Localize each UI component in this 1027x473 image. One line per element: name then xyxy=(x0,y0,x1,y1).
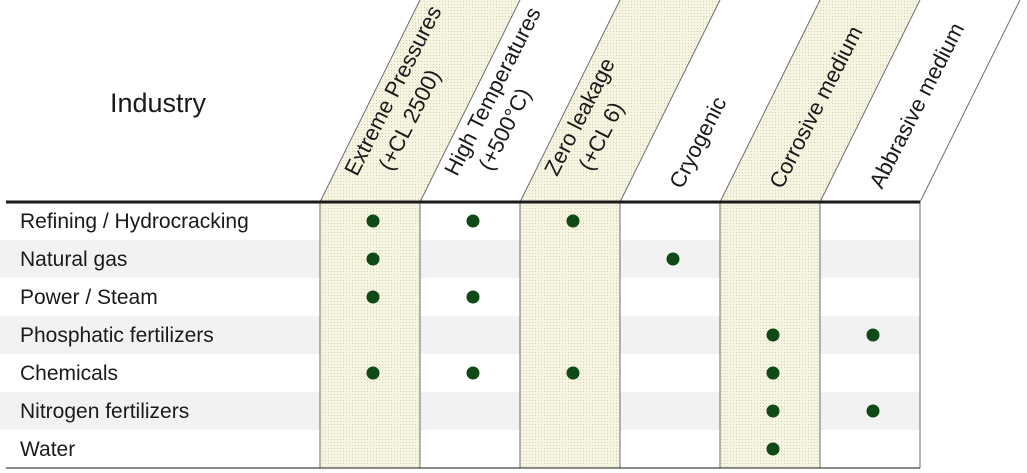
applicability-dot xyxy=(866,328,880,342)
row-label: Phosphatic fertilizers xyxy=(20,324,214,347)
applicability-dot xyxy=(366,214,380,228)
applicability-dot xyxy=(366,366,380,380)
applicability-dot xyxy=(366,252,380,266)
shaded-column-body xyxy=(320,202,420,468)
shaded-column-header xyxy=(320,0,520,202)
row-label: Nitrogen fertilizers xyxy=(20,400,189,423)
header-divider xyxy=(419,0,521,203)
applicability-dot xyxy=(466,290,480,304)
applicability-dot xyxy=(866,404,880,418)
applicability-dot xyxy=(666,252,680,266)
header-divider xyxy=(319,0,421,203)
applicability-dot xyxy=(766,328,780,342)
shaded-column-header xyxy=(520,0,720,202)
applicability-dot xyxy=(366,290,380,304)
industry-header: Industry xyxy=(110,88,207,118)
row-label: Power / Steam xyxy=(20,286,158,309)
shaded-column-body xyxy=(520,202,620,468)
applicability-dot xyxy=(566,214,580,228)
header-divider xyxy=(619,0,721,203)
header-divider xyxy=(719,0,821,203)
applicability-dot xyxy=(766,404,780,418)
applicability-dot xyxy=(766,442,780,456)
column-label: Cryogenic xyxy=(664,93,731,193)
applicability-dot xyxy=(566,366,580,380)
shaded-column-header xyxy=(720,0,920,202)
header-divider xyxy=(919,0,1021,203)
row-label: Water xyxy=(20,438,75,461)
row-label: Natural gas xyxy=(20,248,127,271)
row-label: Refining / Hydrocracking xyxy=(20,210,249,233)
header-divider xyxy=(819,0,921,203)
header-divider xyxy=(519,0,621,203)
applicability-dot xyxy=(466,366,480,380)
applicability-dot xyxy=(466,214,480,228)
row-label: Chemicals xyxy=(20,362,118,385)
column-label-line: Cryogenic xyxy=(664,93,731,193)
applicability-dot xyxy=(766,366,780,380)
